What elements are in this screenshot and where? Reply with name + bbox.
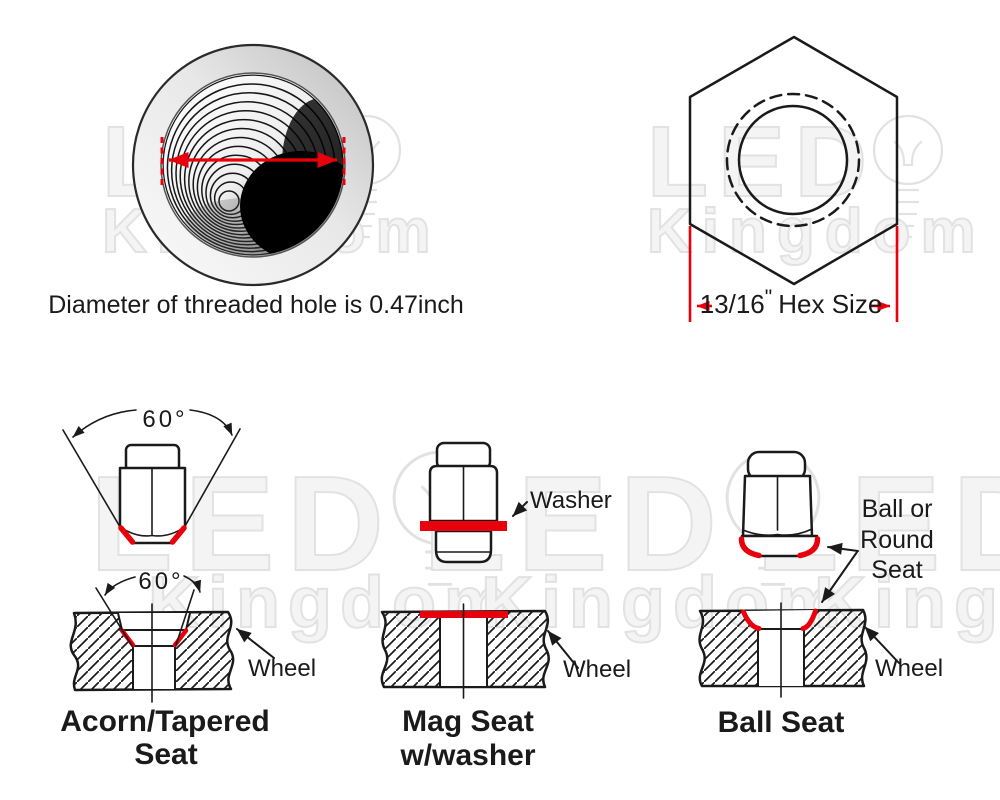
wheel-leader-arrow: [547, 630, 579, 669]
hex-size-dimension: 13/16" Hex Size: [688, 226, 899, 322]
inch-mark: ": [765, 286, 772, 309]
washer-callout: Washer: [512, 487, 612, 517]
tapered-seat-highlight: [118, 525, 187, 545]
ball-wheel-cross-section: [698, 602, 868, 698]
threaded-hole-figure: Diameter of threaded hole is 0.47inch: [48, 43, 464, 319]
wheel-leader-arrow: [236, 628, 275, 659]
threaded-hole-photo: [131, 43, 375, 287]
wheel-callout: Wheel: [547, 630, 631, 683]
ball-seat-label: Seat: [871, 556, 922, 584]
thread-circle-dashed: [725, 92, 861, 228]
ball-seat-figure: Ball or Round Seat Wheel Ball Seat: [698, 450, 943, 739]
ball-seat-label: Round: [860, 526, 934, 554]
thread-rings: [162, 74, 344, 256]
mag-nut-drawing: [420, 441, 507, 564]
wheel-label: Wheel: [563, 656, 631, 683]
acorn-angle-annotation-top: 60°: [62, 406, 241, 533]
hex-outline: [688, 35, 899, 286]
wheel-callout: Wheel: [236, 628, 316, 682]
washer-bar: [420, 521, 507, 531]
seat-type-title: Acorn/Tapered: [60, 705, 270, 738]
seat-type-title: w/washer: [399, 739, 535, 772]
ball-seat-highlight: [741, 608, 818, 631]
ball-seat-callout: Ball or Round Seat: [821, 495, 934, 603]
hex-size-fraction: 13/16: [700, 289, 765, 319]
bore-circle: [737, 104, 849, 216]
seat-type-title: Ball Seat: [718, 706, 845, 739]
acorn-wheel-cross-section: [69, 603, 235, 703]
acorn-angle-annotation-bottom: 60°: [95, 568, 201, 647]
washer-label: Washer: [530, 487, 612, 514]
wheel-label: Wheel: [248, 655, 316, 682]
ball-seat-highlight: [738, 536, 821, 559]
washer-leader-arrow: [512, 501, 528, 517]
seat-type-title: Mag Seat: [402, 705, 534, 738]
wheel-callout: Wheel: [864, 626, 943, 682]
angle-label: 60°: [138, 568, 183, 595]
hex-nut-figure: 13/16" Hex Size: [688, 35, 899, 322]
ball-seat-leader-arrow-wheel: [821, 551, 858, 603]
acorn-seat-figure: 60° 60° Wheel Acorn/Tapered S: [60, 406, 316, 771]
watermark-tile: LED Kingdom: [646, 105, 977, 267]
hex-size-label: 13/16" Hex Size: [700, 286, 883, 319]
seat-type-title: Seat: [134, 738, 197, 771]
wheel-leader-arrow: [864, 626, 900, 664]
watermark-brand-text: Kingdom: [814, 563, 1000, 643]
ball-seat-label: Ball or: [862, 495, 933, 523]
angle-label: 60°: [142, 406, 187, 433]
diameter-caption: Diameter of threaded hole is 0.47inch: [48, 291, 464, 319]
wheel-label: Wheel: [875, 655, 943, 682]
lightbulb-icon: [872, 114, 944, 239]
acorn-nut-drawing: [118, 443, 187, 545]
mag-wheel-cross-section: [380, 603, 550, 699]
mag-seat-figure: Washer Wheel Mag Seat w/washer: [380, 441, 631, 772]
ball-seat-leader-arrow-nut: [827, 542, 859, 555]
ball-nut-drawing: [738, 450, 821, 559]
hex-size-text: Hex Size: [778, 289, 882, 319]
diameter-dimension-arrow: [160, 137, 346, 186]
